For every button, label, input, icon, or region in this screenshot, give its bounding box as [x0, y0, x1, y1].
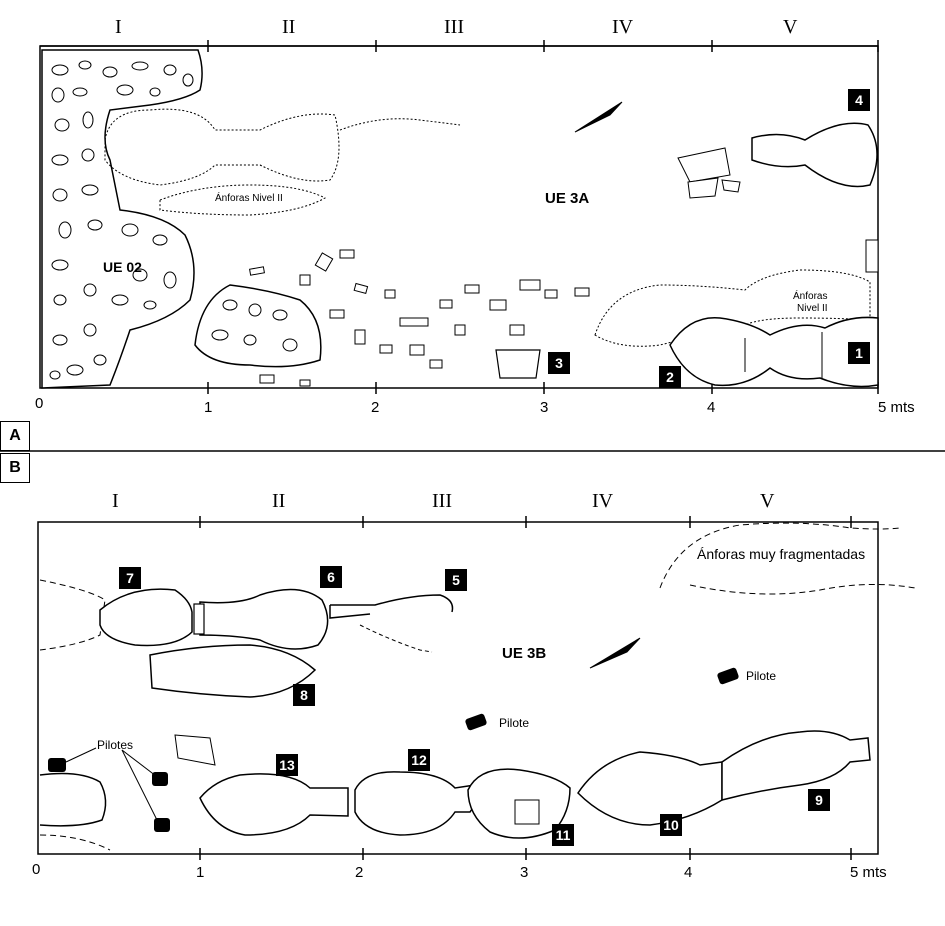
amphora-tag-5: 5 [445, 569, 467, 591]
panel-a-square-iii: III [444, 16, 464, 38]
panel-b-scale-3: 3 [520, 864, 529, 881]
ue-3a-label: UE 3A [545, 190, 590, 207]
amphora-tag-3: 3 [548, 352, 570, 374]
pilote-label-1: Pilote [746, 669, 777, 683]
panel-a-square-i: I [115, 16, 122, 38]
panel-a-label: A [0, 421, 30, 451]
panel-b-square-ii: II [272, 490, 286, 512]
anforas-label-right: Ánforas [793, 291, 828, 302]
amphora-tag-10: 10 [660, 814, 682, 836]
panel-a-scale-1: 1 [204, 399, 213, 416]
panel-a-scale-0: 0 [35, 395, 44, 412]
amphora-tag-1: 1 [848, 342, 870, 364]
panel-b-scale-5: 5 mts [850, 864, 887, 881]
panel-b-square-iii: III [432, 490, 452, 512]
amphora-tag-13: 13 [276, 754, 298, 776]
amphora-tag-2: 2 [659, 366, 681, 388]
panel-a-scale-2: 2 [371, 399, 380, 416]
panel-a-scale-5: 5 mts [878, 399, 915, 416]
panel-b-square-v: V [760, 490, 775, 512]
pilote-label-2: Pilote [499, 716, 530, 730]
panel-b-scale-4: 4 [684, 864, 693, 881]
panel-b-scale-1: 1 [196, 864, 205, 881]
anforas-nivel-ii-label: Ánforas Nivel II [215, 193, 283, 204]
panel-b-square-i: I [112, 490, 119, 512]
amphora-tag-6: 6 [320, 566, 342, 588]
amphora-tag-7: 7 [119, 567, 141, 589]
panel-a-scale-3: 3 [540, 399, 549, 416]
panel-b-scale-2: 2 [355, 864, 364, 881]
amphora-tag-8: 8 [293, 684, 315, 706]
amphora-tag-11: 11 [552, 824, 574, 846]
anforas-fragmentadas-label: Ánforas muy fragmentadas [697, 546, 866, 562]
panel-b-label: B [0, 453, 30, 483]
panel-a-scale-4: 4 [707, 399, 716, 416]
panel-a-square-iv: IV [612, 16, 634, 38]
amphora-tag-4: 4 [848, 89, 870, 111]
panel-b-square-iv: IV [592, 490, 614, 512]
panel-a-square-v: V [783, 16, 798, 38]
ue-3b-label: UE 3B [502, 645, 547, 662]
amphora-tag-12: 12 [408, 749, 430, 771]
amphora-tag-9: 9 [808, 789, 830, 811]
panel-a-square-ii: II [282, 16, 296, 38]
ue-02-label: UE 02 [103, 259, 142, 275]
nivel-ii-label-right: Nivel II [797, 303, 828, 314]
pilotes-label: Pilotes [97, 738, 134, 752]
panel-b-scale-0: 0 [32, 861, 41, 878]
